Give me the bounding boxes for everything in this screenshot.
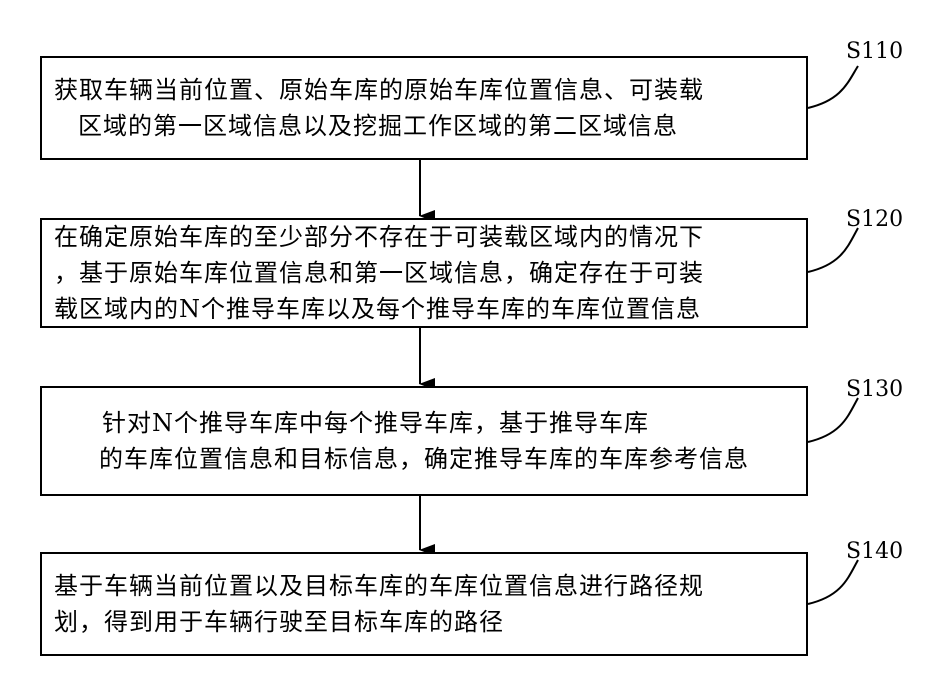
step-s130-line-2: 的车库位置信息和目标信息，确定推导车库的车库参考信息: [99, 441, 749, 477]
step-s120-line-3: 载区域内的N个推导车库以及每个推导车库的车库位置信息: [54, 291, 701, 327]
step-s120-line-1: 在确定原始车库的至少部分不存在于可装载区域内的情况下: [54, 219, 704, 255]
step-s120-line-2: ，基于原始车库位置信息和第一区域信息，确定存在于可装: [54, 255, 704, 291]
step-s140-line-2: 划，得到用于车辆行驶至目标车库的路径: [54, 604, 504, 640]
leader-s110: [808, 66, 858, 108]
step-box-s110: 获取车辆当前位置、原始车库的原始车库位置信息、可装载 区域的第一区域信息以及挖掘…: [40, 56, 808, 160]
step-s130-line-1: 针对N个推导车库中每个推导车库，基于推导车库: [54, 405, 649, 441]
step-s110-line-2: 区域的第一区域信息以及挖掘工作区域的第二区域信息: [54, 108, 678, 144]
step-label-s120: S120: [846, 208, 903, 232]
step-s110-line-1: 获取车辆当前位置、原始车库的原始车库位置信息、可装载: [54, 72, 704, 108]
step-box-s130: 针对N个推导车库中每个推导车库，基于推导车库 的车库位置信息和目标信息，确定推导…: [40, 386, 808, 496]
step-label-s130: S130: [846, 378, 903, 402]
step-label-s110: S110: [846, 40, 903, 64]
leader-s130: [808, 398, 858, 442]
leader-s120: [808, 228, 858, 272]
step-box-s120: 在确定原始车库的至少部分不存在于可装载区域内的情况下 ，基于原始车库位置信息和第…: [40, 218, 808, 328]
leader-s140: [808, 560, 858, 604]
step-s140-line-1: 基于车辆当前位置以及目标车库的车库位置信息进行路径规: [54, 568, 704, 604]
step-label-s140: S140: [846, 540, 903, 564]
step-box-s140: 基于车辆当前位置以及目标车库的车库位置信息进行路径规 划，得到用于车辆行驶至目标…: [40, 552, 808, 656]
